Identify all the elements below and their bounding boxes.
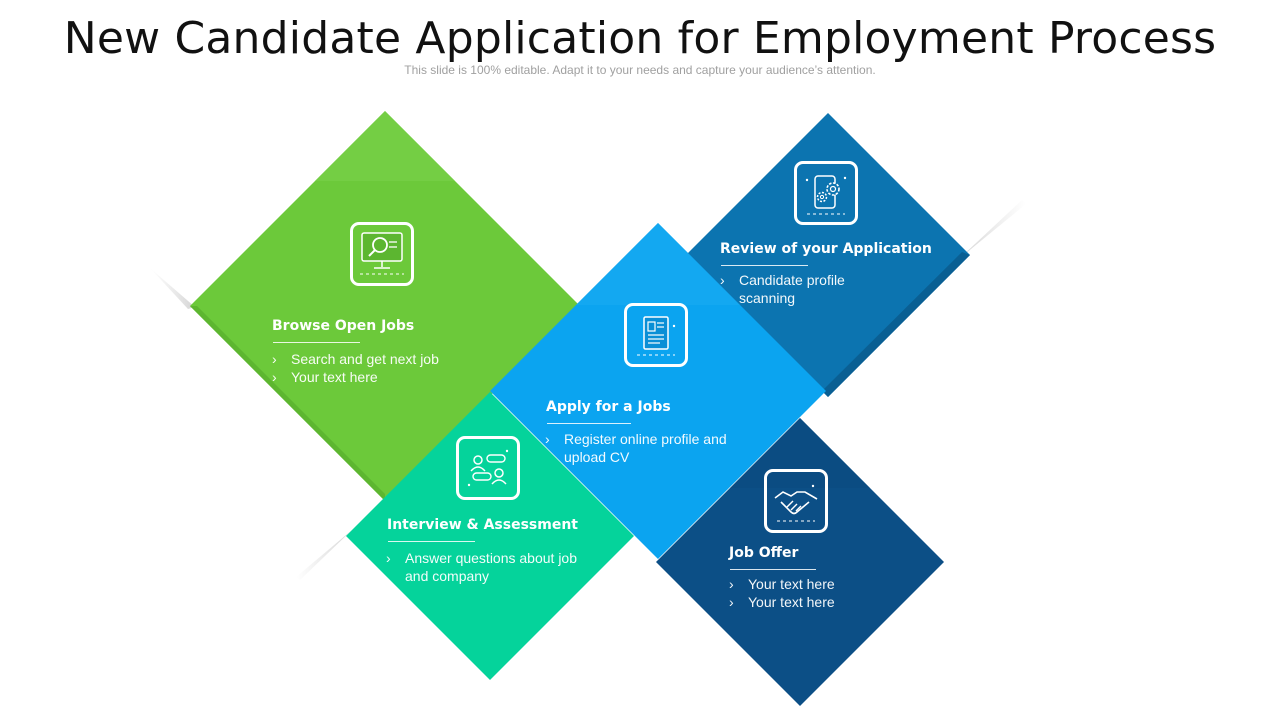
bullet-list: ›Search and get next job ›Your text here <box>272 350 472 386</box>
title-underline <box>547 423 631 424</box>
browse-icon-frame <box>350 222 414 286</box>
bullet-item: ›Register online profile and upload CV <box>545 431 727 465</box>
shadow-line-left <box>150 268 195 309</box>
diamond-apply <box>490 223 826 559</box>
page-subtitle: This slide is 100% editable. Adapt it to… <box>404 63 876 77</box>
shadow-line-right <box>960 200 1026 258</box>
bullet-item: ›Search and get next job <box>272 351 439 367</box>
chevron-right-icon: › <box>720 272 725 288</box>
title-underline <box>388 541 475 542</box>
step-title: Interview & Assessment <box>387 517 578 533</box>
bullet-item: ›Your text here <box>729 594 835 610</box>
chevron-right-icon: › <box>729 576 734 592</box>
step-title: Job Offer <box>729 545 799 561</box>
mobile-gears-icon <box>805 175 847 215</box>
diamond-browse-edge <box>190 306 385 501</box>
chevron-right-icon: › <box>272 351 277 367</box>
bullet-list: ›Register online profile and upload CV <box>545 430 735 466</box>
title-underline <box>730 569 816 570</box>
diamond-review-edge <box>822 252 970 397</box>
shadow-line-bottom-left <box>296 530 352 580</box>
diamond-interview <box>346 392 634 680</box>
handshake-icon <box>774 484 818 522</box>
bullet-item: ›Your text here <box>729 576 835 592</box>
chevron-right-icon: › <box>729 594 734 610</box>
diamond-job-offer-wave <box>730 418 870 488</box>
diamond-apply-top <box>576 223 740 305</box>
bullet-item: ›Answer questions about job and company <box>386 550 577 584</box>
review-icon-frame <box>794 161 858 225</box>
bullet-item: ›Your text here <box>272 369 378 385</box>
chevron-right-icon: › <box>272 369 277 385</box>
interview-icon-frame <box>456 436 520 500</box>
resume-document-icon <box>637 316 676 356</box>
page-title: New Candidate Application for Employment… <box>63 13 1217 64</box>
bullet-item: ›Candidate profile scanning <box>720 272 845 306</box>
step-title: Apply for a Jobs <box>546 399 671 415</box>
diamond-job-offer <box>656 418 944 706</box>
chevron-right-icon: › <box>545 431 550 447</box>
job-offer-icon-frame <box>764 469 828 533</box>
apply-icon-frame <box>624 303 688 367</box>
title-underline <box>273 342 360 343</box>
bullet-list: ›Candidate profile scanning <box>720 271 890 307</box>
monitor-search-icon <box>360 232 404 275</box>
title-underline <box>721 265 808 266</box>
bullet-list: ›Your text here ›Your text here <box>729 575 899 611</box>
step-title: Browse Open Jobs <box>272 318 415 334</box>
diamond-browse-top <box>315 111 455 181</box>
chevron-right-icon: › <box>386 550 391 566</box>
interview-chat-icon <box>467 449 509 487</box>
bullet-list: ›Answer questions about job and company <box>386 549 596 585</box>
step-title: Review of your Application <box>720 241 932 257</box>
